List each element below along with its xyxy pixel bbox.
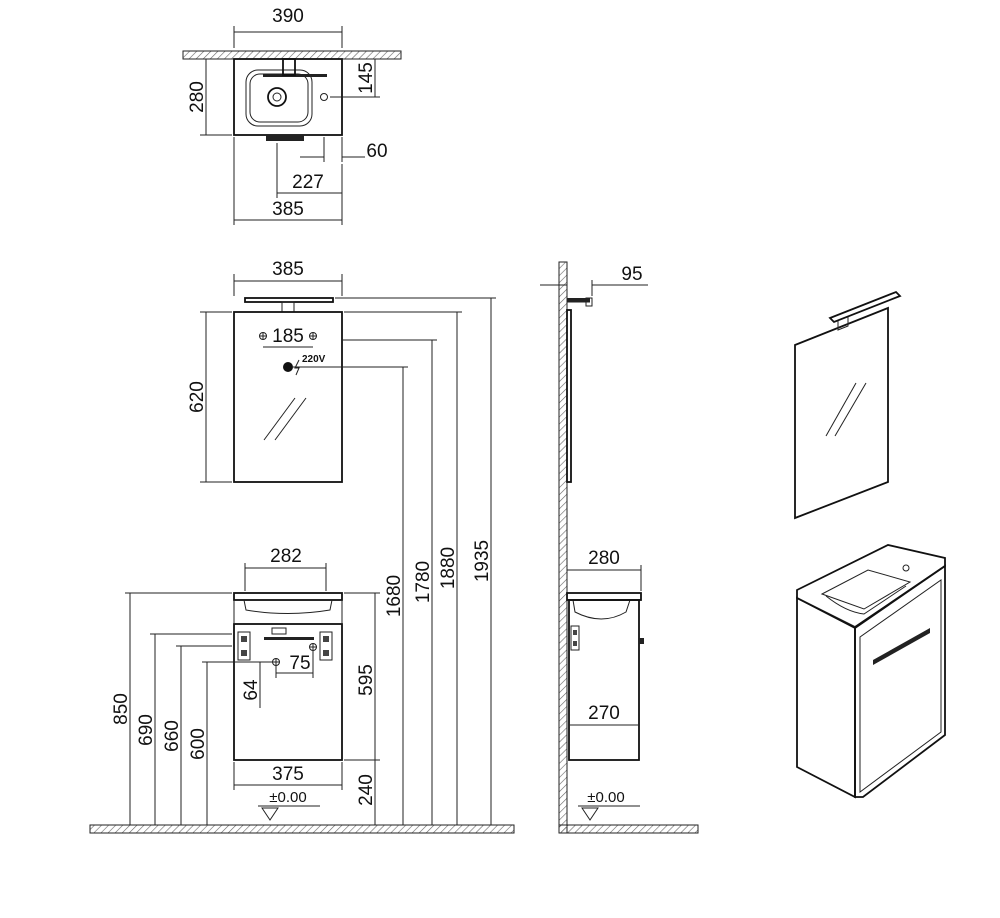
side-view-light-projection-label: 95	[621, 264, 642, 285]
perspective-reflection-line	[834, 382, 867, 437]
mirror-light-bracket	[281, 301, 295, 313]
side-view-bracket-icon	[570, 625, 580, 651]
lightning-icon	[294, 359, 300, 376]
power-point-icon	[283, 362, 293, 372]
perspective-view	[794, 290, 946, 799]
mirror-fixing-spacing-label: 185	[272, 326, 304, 347]
height-1780-label: 1780	[413, 561, 434, 603]
height-600-label: 600	[188, 728, 209, 760]
top-view-drain-core	[272, 92, 282, 102]
mirror-reflection-line	[274, 397, 307, 441]
top-view: 390 280 145 60 227 385	[182, 6, 402, 225]
right-bracket-icon	[319, 631, 333, 661]
height-1880-label: 1880	[438, 547, 459, 589]
side-view-floor	[558, 824, 699, 834]
side-view-top-depth-label: 280	[588, 548, 620, 569]
vanity-bracket-height-label: 64	[241, 679, 262, 701]
vanity-bracket-spacing-label: 75	[289, 653, 310, 674]
mirror-width-label: 385	[272, 259, 304, 280]
mirror-light-bar	[244, 297, 334, 303]
floor-reference-icon	[261, 807, 279, 821]
perspective-countertop	[796, 544, 946, 629]
perspective-light-bar	[828, 290, 902, 324]
top-view-tap-offset-label: 145	[356, 62, 377, 94]
vanity-floor-gap-label: 240	[356, 774, 377, 806]
perspective-door	[859, 579, 942, 793]
side-view-light	[567, 298, 590, 302]
top-view-wall	[182, 50, 402, 60]
top-view-depth-label: 280	[187, 81, 208, 113]
vanity-basin-width-label: 282	[270, 546, 302, 567]
top-view-handle	[266, 135, 304, 141]
side-view-cabinet-depth-label: 270	[588, 703, 620, 724]
vanity-body-height-label: 595	[356, 664, 377, 696]
side-view-wall	[558, 261, 568, 834]
left-bracket-icon	[237, 631, 251, 661]
side-view-handle	[639, 638, 644, 644]
vanity-cabinet-body	[233, 623, 343, 761]
height-850-label: 850	[111, 693, 132, 725]
height-690-label: 690	[136, 714, 157, 746]
floor-slab	[89, 824, 515, 834]
height-dimensions: 850 690 660 600 1680 1780 1880 1935	[89, 297, 515, 834]
vanity-handle	[264, 637, 314, 640]
side-view-basin	[572, 599, 631, 620]
vanity-cabinet-width-label: 375	[272, 764, 304, 785]
top-view-bracket	[282, 58, 296, 76]
mirror-reflection-line	[263, 397, 296, 441]
vanity-floor-reference-label: ±0.00	[269, 789, 306, 806]
side-view-cabinet	[568, 599, 640, 761]
top-view-tap-hole	[320, 93, 328, 101]
top-view-bowl	[245, 69, 313, 127]
perspective-handle-icon	[873, 628, 930, 665]
vanity-basin-bowl	[243, 599, 333, 614]
mirror-height-label: 620	[187, 381, 208, 413]
perspective-basin	[820, 569, 912, 610]
top-view-width-label: 390	[272, 6, 304, 27]
side-view-floor-reference-label: ±0.00	[587, 789, 624, 806]
side-view-countertop	[566, 592, 642, 601]
mirror-panel	[233, 311, 343, 483]
height-660-label: 660	[162, 720, 183, 752]
power-label: 220V	[302, 354, 326, 365]
top-view-drain-position-label: 227	[292, 172, 324, 193]
vanity-front-view: 282 75 64 595 240 375 ±0.00	[233, 546, 380, 825]
height-1680-label: 1680	[384, 575, 405, 617]
perspective-reflection-line	[825, 382, 857, 437]
perspective-cabinet-front	[854, 564, 946, 798]
perspective-mirror	[794, 306, 889, 520]
top-view-bowl-inner	[249, 73, 309, 123]
vanity-drain-fitting	[271, 627, 287, 635]
perspective-tap-hole	[902, 564, 910, 572]
top-view-wall-gap-label: 60	[366, 141, 387, 162]
perspective-cabinet-side	[796, 596, 856, 799]
height-1935-label: 1935	[472, 540, 493, 582]
side-view-mirror	[566, 309, 572, 483]
top-view-drain	[267, 87, 287, 107]
mirror-front-view: 185 220V 385 620	[187, 259, 343, 483]
side-floor-reference-icon	[581, 807, 599, 821]
top-view-cabinet-width-label: 385	[272, 199, 304, 220]
vanity-countertop	[233, 592, 343, 601]
side-view: 95 280 270 ±0.00	[540, 261, 699, 834]
